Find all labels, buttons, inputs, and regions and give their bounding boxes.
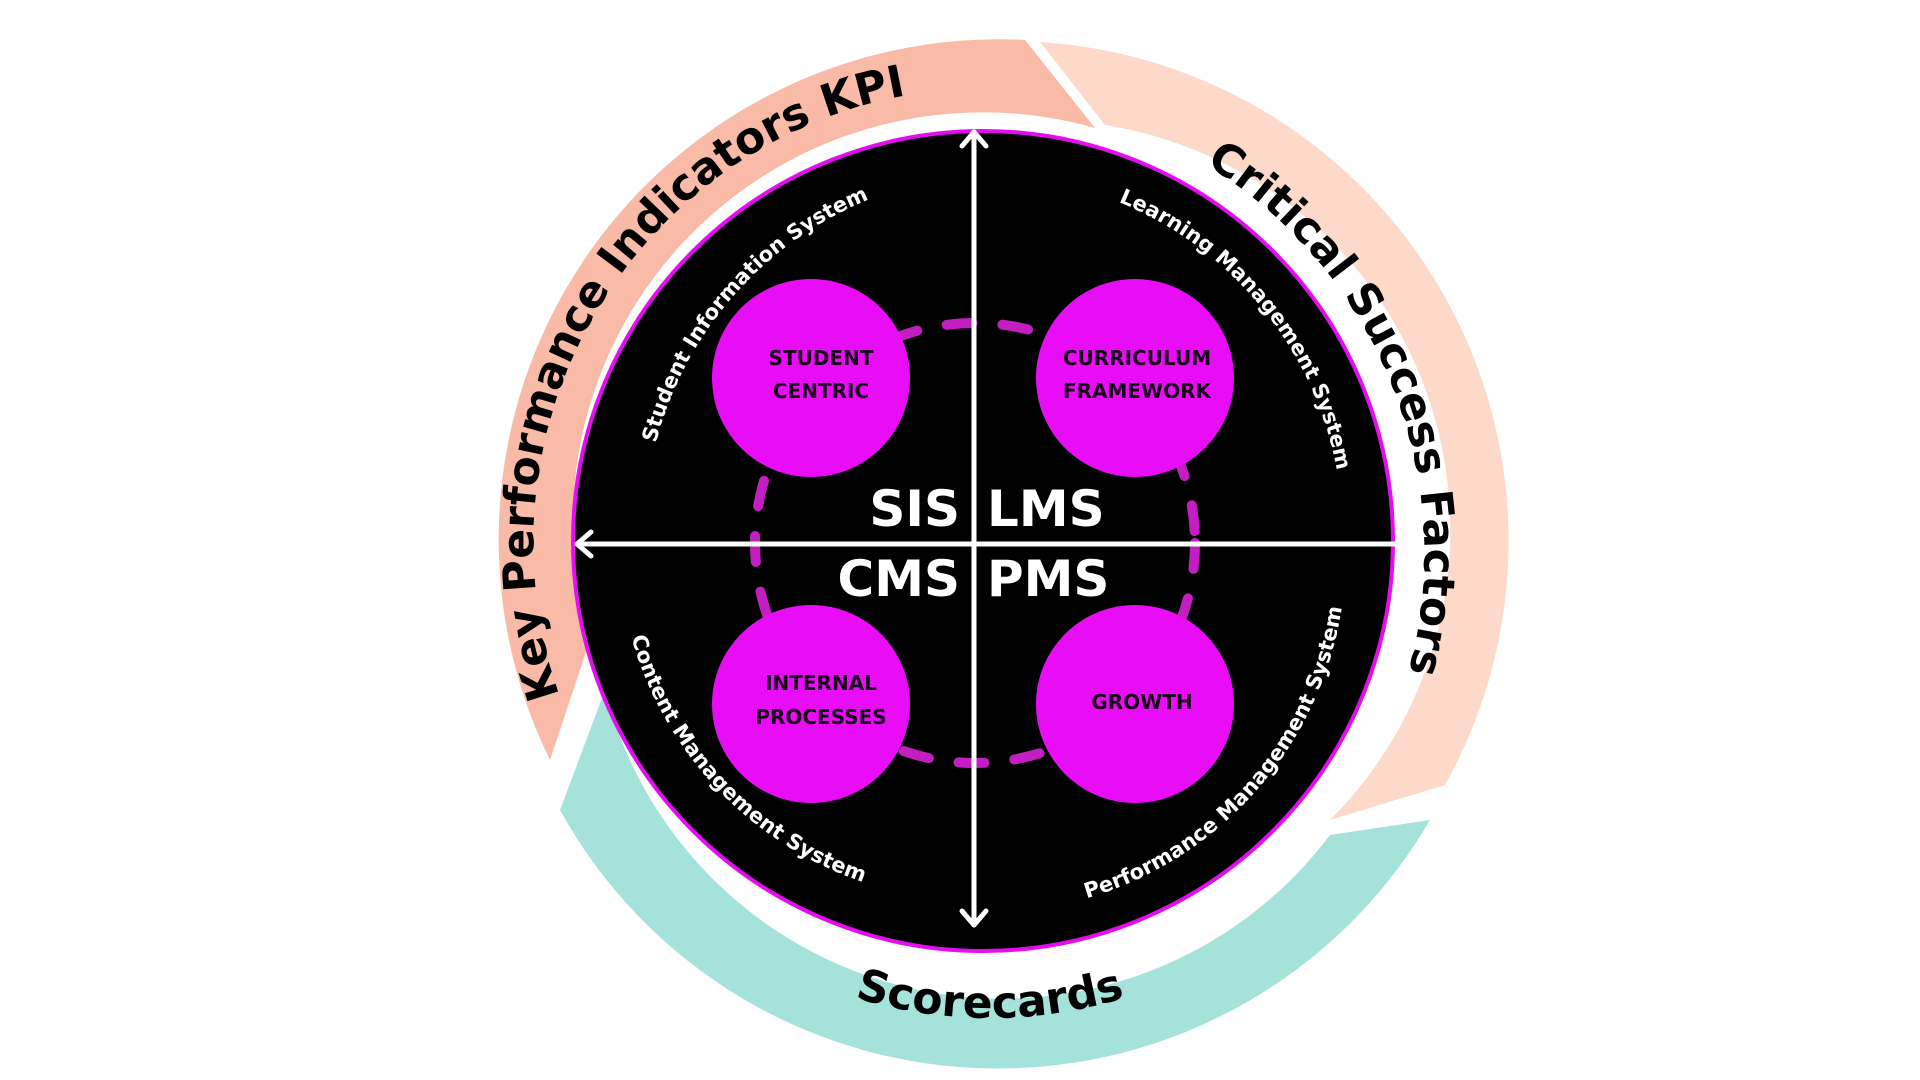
arrow-up-icon [959, 129, 989, 149]
outer-label-scorecards: Scorecards [852, 959, 1129, 1029]
arrow-left-icon [574, 529, 594, 559]
critical-success-factors-segment [1040, 42, 1509, 820]
bubble-student-centric: STUDENT CENTRIC [712, 279, 910, 477]
bubble-label-line: FRAMEWORK [1063, 379, 1213, 403]
bubble-label-line: GROWTH [1091, 690, 1192, 714]
bubble-internal-processes: INTERNAL PROCESSES [712, 605, 910, 803]
abbr-pms: PMS [987, 550, 1109, 608]
bubble-label-line: INTERNAL [765, 671, 877, 695]
arrow-right-icon [1396, 529, 1416, 559]
core-disc [571, 129, 1395, 953]
abbr-sis: SIS [869, 480, 960, 538]
bubble-curriculum-framework: CURRICULUM FRAMEWORK [1036, 279, 1234, 477]
bubble-growth: GROWTH [1036, 605, 1234, 803]
abbr-cms: CMS [838, 550, 960, 608]
scorecards-segment [560, 690, 1430, 1069]
axes [574, 129, 1416, 928]
kpi-segment [498, 39, 1095, 761]
arrow-down-icon [959, 908, 989, 928]
bubble-label-line: CENTRIC [773, 379, 869, 403]
bubble-label-line: PROCESSES [755, 705, 886, 729]
bubble-label-line: CURRICULUM [1063, 346, 1211, 370]
abbr-lms: LMS [987, 480, 1105, 538]
bubble-label-line: STUDENT [769, 346, 874, 370]
